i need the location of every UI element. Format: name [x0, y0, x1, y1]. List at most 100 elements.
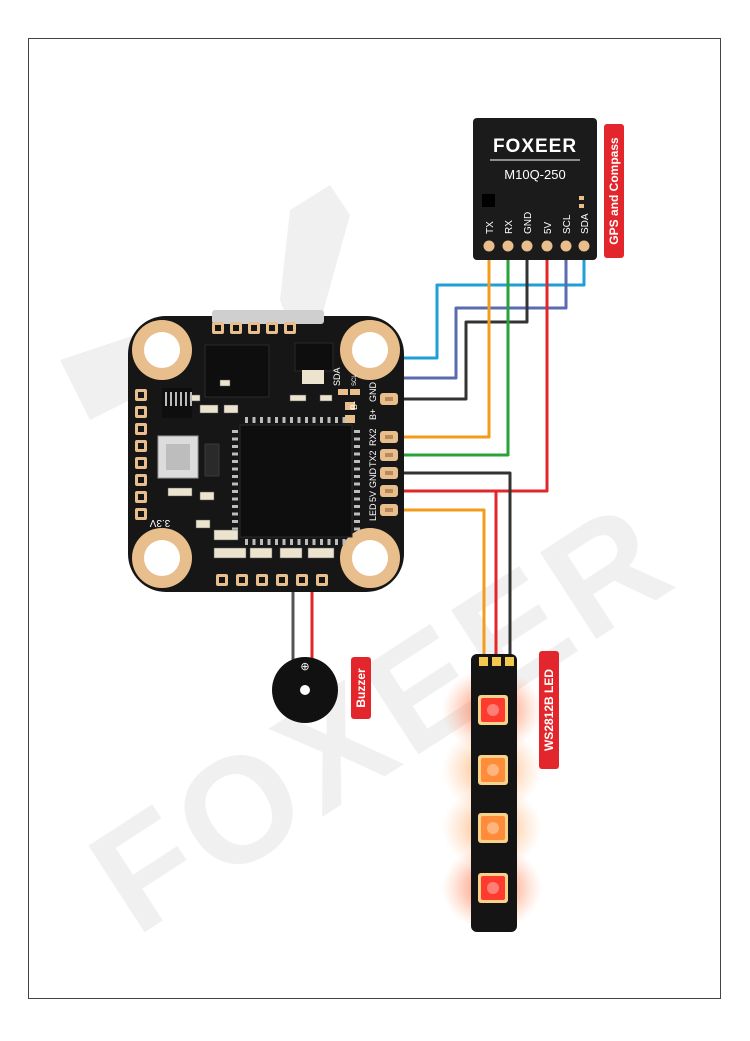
mcu-pin: [232, 445, 238, 448]
fc-right-pad-hole: [385, 453, 393, 457]
mcu-pin: [245, 417, 248, 423]
mcu-pin: [354, 475, 360, 478]
fc-pad-label: SCL: [352, 374, 358, 386]
mcu-pin: [252, 417, 256, 423]
mcu-pin: [232, 490, 238, 493]
fc-smd-component: [199, 404, 219, 414]
fc-pad-label: B-: [349, 401, 359, 410]
fc-pad-bneg: [345, 402, 355, 410]
mcu-pin: [320, 539, 323, 545]
mcu-pin: [320, 417, 323, 423]
fc-smd-component: [249, 547, 273, 559]
fc-right-pad-hole: [385, 471, 393, 475]
mcu-pin: [275, 539, 278, 545]
fc-gyro-chip: [204, 344, 270, 398]
mcu-pin: [305, 417, 308, 423]
led-chip: [481, 698, 505, 722]
gps-tag-label: GPS and Compass: [607, 137, 621, 245]
gps-pin-label-gnd: GND: [523, 212, 534, 234]
fc-smd-component: [213, 547, 247, 559]
mcu-pin: [354, 527, 360, 531]
fc-bottom-pad-hole: [259, 577, 265, 583]
mcu-pin: [354, 497, 360, 501]
mcu-pin: [232, 497, 238, 501]
mcu-pin: [232, 437, 238, 441]
mcu-pin: [232, 505, 238, 508]
mcu-pin: [290, 539, 293, 545]
gps-pin-label-scl: SCL: [562, 214, 573, 234]
fc-cap: [302, 370, 324, 384]
ic-pin: [185, 392, 187, 406]
mcu-pin: [232, 460, 238, 463]
mcu-pin: [260, 539, 263, 545]
fc-left-pad-hole: [138, 460, 144, 466]
led-chip-shine: [487, 822, 499, 834]
mcu-pin: [342, 417, 346, 423]
mcu-pin: [275, 417, 278, 423]
fc-pad-label: LED: [368, 503, 378, 521]
led-pad-5v: [492, 657, 501, 666]
fc-top-pad-hole: [269, 325, 275, 331]
buzzer-tag-label: Buzzer: [354, 668, 368, 708]
led-chip: [481, 876, 505, 900]
fc-left-pad-hole: [138, 392, 144, 398]
fc-baro-inner: [166, 444, 190, 470]
fc-smd-component: [213, 529, 239, 541]
fc-smd-component: [279, 547, 303, 559]
gps-pin-scl: [560, 240, 572, 252]
fc-top-pad-hole: [287, 325, 293, 331]
mcu-pin: [232, 520, 238, 523]
fc-bottom-pad-hole: [219, 577, 225, 583]
mcu-pin: [354, 460, 360, 463]
mcu-pin: [354, 452, 360, 456]
mcu-pin: [312, 417, 316, 423]
led-chip-shine: [487, 704, 499, 716]
mcu-pin: [282, 417, 286, 423]
mcu-pin: [354, 490, 360, 493]
buzzer: ⊕ Buzzer: [272, 657, 371, 723]
gps-body: [473, 118, 597, 260]
mcu-pin: [335, 417, 338, 423]
ic-pin: [165, 392, 167, 406]
fc-voltage-label: 3.3V: [149, 517, 170, 528]
fc-left-pad-hole: [138, 511, 144, 517]
fc-right-pad-hole: [385, 435, 393, 439]
mcu-pin: [354, 520, 360, 523]
mcu-pin: [245, 539, 248, 545]
mcu-pin: [232, 527, 238, 531]
fc-smd-component: [307, 547, 335, 559]
mcu-pin: [232, 430, 238, 433]
led-pad-gnd: [505, 657, 514, 666]
mcu-pin: [312, 539, 316, 545]
fc-smd-component: [195, 519, 211, 529]
mcu-pin: [354, 482, 360, 486]
fc-top-pad-hole: [251, 325, 257, 331]
fc-left-pad-hole: [138, 494, 144, 500]
fc-smd-component: [319, 394, 333, 402]
wire-led-gnd: [390, 471, 512, 662]
mcu-pin: [232, 467, 238, 471]
fc-left-pad-hole: [138, 477, 144, 483]
gps-pin-label-rx: RX: [504, 220, 515, 234]
mcu-pin: [232, 475, 238, 478]
fc-left-pad-hole: [138, 409, 144, 415]
mcu-pin: [297, 417, 301, 423]
fc-mcu-chip: [239, 424, 353, 538]
mcu-pin: [290, 417, 293, 423]
gps-pin-gnd: [521, 240, 533, 252]
fc-right-pads: [380, 393, 398, 516]
led-chip: [481, 816, 505, 840]
mcu-pin: [232, 512, 238, 516]
gps-model: M10Q-250: [504, 167, 565, 182]
fc-bottom-pad-hole: [239, 577, 245, 583]
led-chips: [478, 695, 508, 903]
gps-pin-tx: [483, 240, 495, 252]
mcu-pin: [260, 417, 263, 423]
mcu-pin: [354, 437, 360, 441]
fc-right-pad-hole: [385, 397, 393, 401]
gps-pin-label-tx: TX: [485, 221, 496, 234]
gps-pin-5v: [541, 240, 553, 252]
fc-components: [165, 379, 360, 559]
